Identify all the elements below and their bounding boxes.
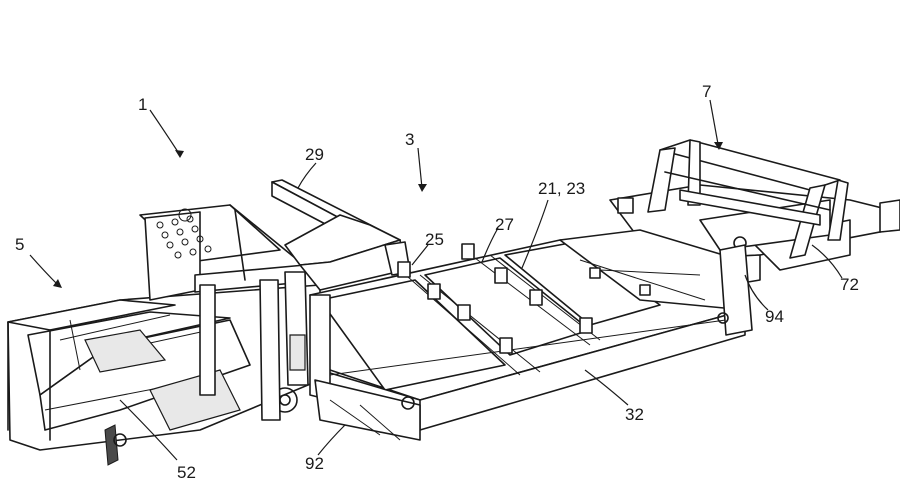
ref-label-94: 94	[765, 307, 784, 326]
ref-label-21-23: 21, 23	[538, 179, 585, 198]
ref-label-5: 5	[15, 235, 24, 254]
ref-label-92: 92	[305, 454, 324, 473]
leader-lines	[29, 99, 843, 461]
ref-label-32: 32	[625, 405, 644, 424]
ref-label-29: 29	[305, 145, 324, 164]
tray-blocks	[397, 243, 593, 354]
ref-label-7: 7	[702, 82, 711, 101]
front-frame-section	[7, 284, 321, 466]
ref-label-3: 3	[405, 130, 414, 149]
ref-label-72: 72	[840, 275, 859, 294]
arm-29	[271, 179, 411, 291]
ref-label-25: 25	[425, 230, 444, 249]
rear-frame-section	[559, 139, 900, 336]
reference-numerals: 1 3 5 7 29 25 27 21, 23 72 94 32 92 52	[15, 82, 859, 481]
front-tower-structure	[139, 204, 309, 421]
ref-label-27: 27	[495, 215, 514, 234]
ref-label-52: 52	[177, 463, 196, 481]
ref-label-1: 1	[138, 95, 147, 114]
